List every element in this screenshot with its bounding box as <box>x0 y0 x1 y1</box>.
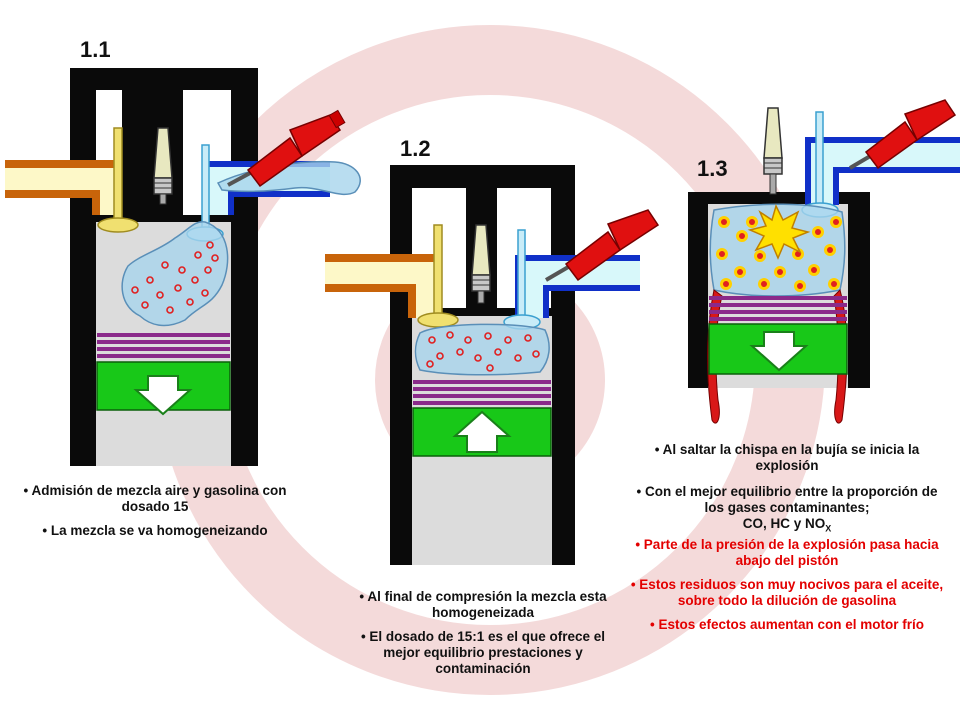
stage-1-note-2: • La mezcla se va homogeneizando <box>42 523 268 538</box>
piston-rings <box>97 333 230 358</box>
intake-valve-icon <box>417 224 459 328</box>
stage-3-note-3: • Parte de la presión de la explosión pa… <box>635 536 939 568</box>
mixture-cloud <box>414 323 550 376</box>
intake-valve-icon <box>97 127 139 233</box>
stage-3-note-2-formula: CO, HC y NOX <box>628 516 946 537</box>
pollutants-formula: CO, HC y NO <box>742 516 826 531</box>
stage-3-notes: • Al saltar la chispa en la bujía se ini… <box>628 442 946 633</box>
fuel-droplets <box>426 331 540 372</box>
stage-1-notes: • Admisión de mezcla aire y gasolina con… <box>20 483 290 539</box>
stage-label-1-1: 1.1 <box>80 37 111 62</box>
injector-icon <box>544 209 660 282</box>
intake-port <box>5 164 118 215</box>
arrow-down-icon <box>133 375 193 416</box>
spark-plug-icon <box>471 224 491 304</box>
injector-icon <box>227 109 346 188</box>
stage-2-notes: • Al final de compresión la mezcla esta … <box>352 589 614 677</box>
spark-plug-icon <box>153 127 173 205</box>
stage-3-note-1: • Al saltar la chispa en la bujía se ini… <box>654 442 920 473</box>
burning-particle-cores <box>719 219 839 289</box>
stage-3-note-2: • Con el mejor equilibrio entre la propo… <box>636 484 938 515</box>
stage-label-1-2: 1.2 <box>400 136 431 161</box>
stage-3-note-5: • Estos efectos aumentan con el motor fr… <box>649 616 925 632</box>
stage-2-diagram <box>325 165 660 565</box>
stage-3-note-4: • Estos residuos son muy nocivos para el… <box>630 576 944 608</box>
mixture-cloud <box>121 221 229 327</box>
injector-icon <box>848 99 957 170</box>
spark-plug-icon <box>763 107 783 195</box>
stage-3-diagram <box>688 99 960 424</box>
piston-rings <box>709 296 847 321</box>
exhaust-port <box>808 140 960 205</box>
stage-2-note-2: • El dosado de 15:1 es el que ofrece el … <box>360 629 606 676</box>
fuel-droplets <box>131 241 219 314</box>
arrow-up-icon <box>452 410 512 453</box>
pollutants-subscript: X <box>825 523 832 534</box>
stage-1-diagram <box>5 68 361 466</box>
piston-rings <box>413 380 551 405</box>
explosion-icon <box>747 203 811 260</box>
stage-2-note-1: • Al final de compresión la mezcla esta … <box>359 589 607 620</box>
stage-label-1-3: 1.3 <box>697 156 728 181</box>
stage-1-note-1: • Admisión de mezcla aire y gasolina con… <box>23 483 287 514</box>
arrow-down-icon <box>749 331 809 372</box>
